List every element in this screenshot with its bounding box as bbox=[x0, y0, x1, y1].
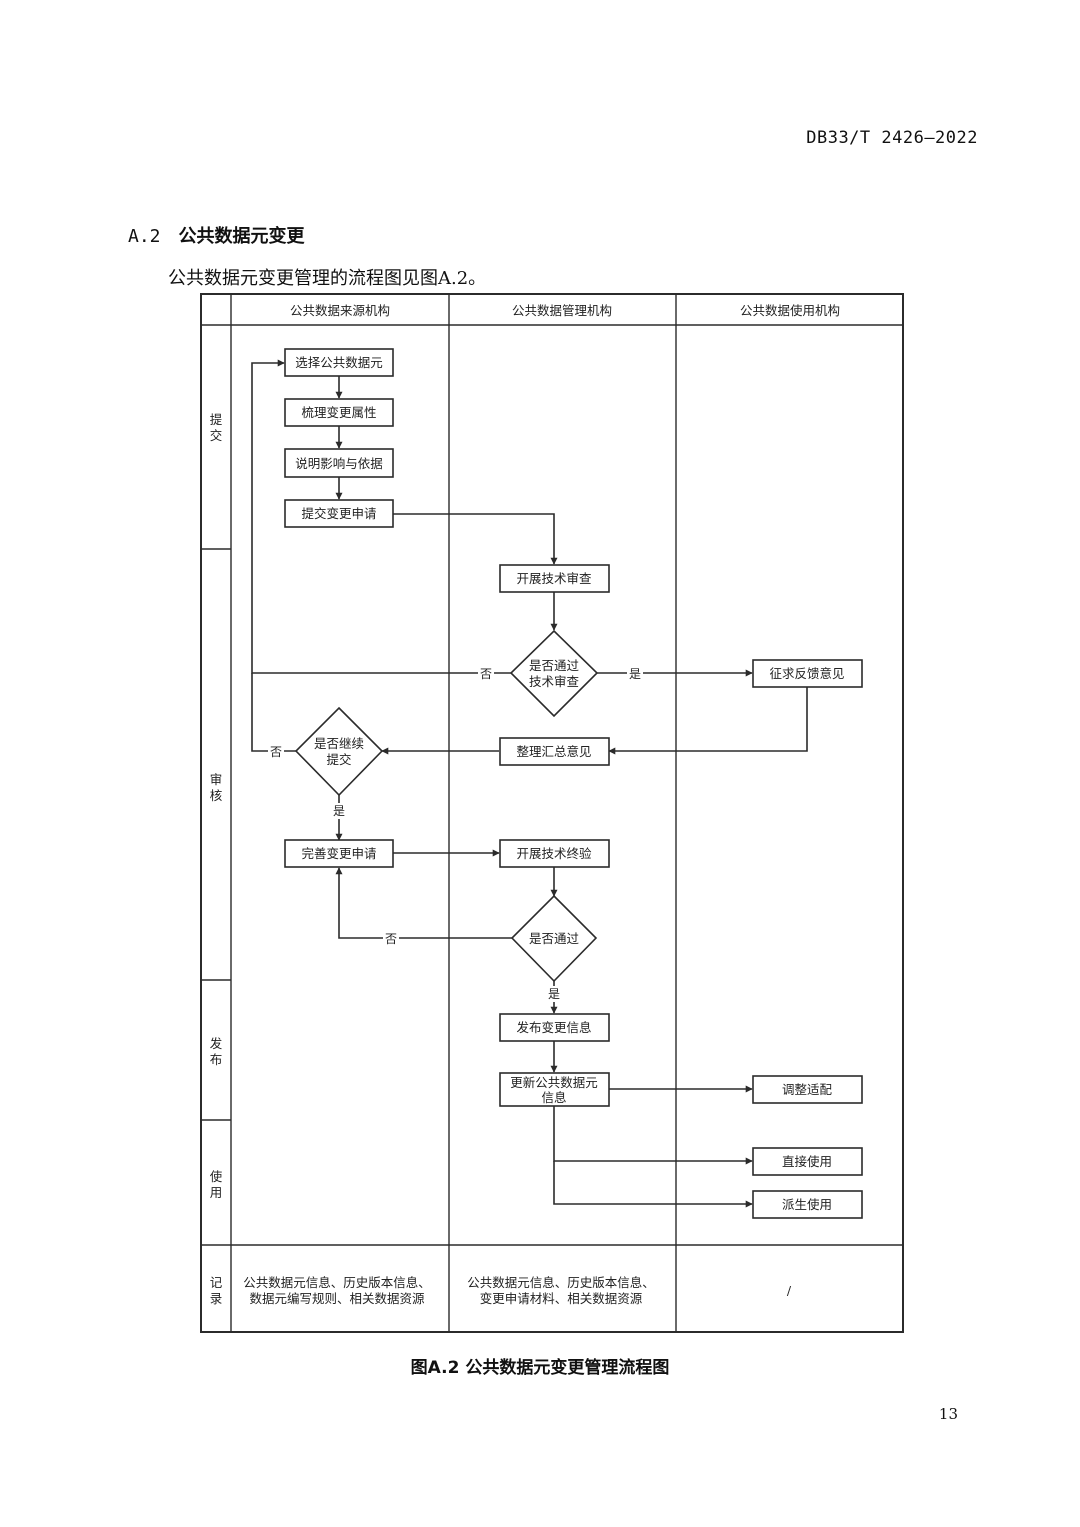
node-final-check-box bbox=[499, 839, 610, 868]
node-update-line1: 更新公共数据元 bbox=[510, 1075, 598, 1090]
record-management-line1: 公共数据元信息、历史版本信息、 bbox=[467, 1275, 655, 1290]
edge-label-no-continue: 否 bbox=[270, 745, 282, 759]
node-pass-review-line1: 是否通过 bbox=[529, 658, 580, 673]
node-final-check-label: 开展技术终验 bbox=[516, 846, 592, 861]
section-heading: A.2 公共数据元变更 bbox=[128, 222, 305, 248]
standard-code: DB33/T 2426—2022 bbox=[806, 128, 978, 148]
node-explain-box bbox=[284, 448, 394, 478]
section-title: 公共数据元变更 bbox=[178, 226, 305, 247]
node-continue-line1: 是否继续 bbox=[314, 736, 364, 751]
stage-use-char-1: 使 bbox=[210, 1169, 223, 1184]
edge-decision-no-to-select bbox=[251, 359, 511, 674]
node-update-box bbox=[499, 1072, 610, 1107]
stage-publish-char-1: 发 bbox=[210, 1036, 223, 1051]
node-solicit-box bbox=[752, 659, 863, 688]
stage-submit-char-2: 交 bbox=[210, 428, 223, 443]
record-management-line2: 变更申请材料、相关数据资源 bbox=[480, 1291, 643, 1306]
edge-label-yes-continue: 是 bbox=[333, 804, 345, 818]
edge-continue-no bbox=[251, 673, 296, 752]
node-pass-review-line2: 技术审查 bbox=[529, 674, 580, 689]
flowchart: 公共数据来源机构 公共数据管理机构 公共数据使用机构 提 交 审 核 发 布 使… bbox=[190, 285, 910, 1340]
page-number: 13 bbox=[938, 1405, 958, 1423]
node-pass-diamond bbox=[510, 894, 598, 983]
node-publish-label: 发布变更信息 bbox=[516, 1020, 591, 1035]
edge-label-bg bbox=[546, 986, 562, 1002]
record-user-empty: / bbox=[787, 1283, 792, 1298]
node-improve-box bbox=[284, 839, 394, 868]
edge-label-yes-pass: 是 bbox=[548, 987, 560, 1001]
node-improve-label: 完善变更申请 bbox=[301, 846, 376, 861]
node-tech-review-label: 开展技术审查 bbox=[516, 571, 592, 586]
node-summarize-box bbox=[499, 737, 610, 766]
node-derived-use-label: 派生使用 bbox=[782, 1197, 832, 1212]
node-select-box bbox=[284, 348, 394, 377]
edge-label-bg bbox=[478, 665, 494, 681]
edge-update-to-direct-use bbox=[553, 1106, 753, 1165]
node-adjust-box bbox=[752, 1075, 863, 1104]
node-explain-label: 说明影响与依据 bbox=[295, 456, 383, 471]
edge-label-bg bbox=[331, 803, 347, 819]
stage-publish-char-2: 布 bbox=[210, 1052, 223, 1067]
node-pass-label: 是否通过 bbox=[529, 931, 580, 946]
node-adjust-label: 调整适配 bbox=[782, 1082, 833, 1097]
edge-solicit-to-summarize bbox=[608, 687, 808, 755]
edge-update-to-derived-use bbox=[553, 1161, 753, 1208]
node-tech-review-box bbox=[499, 564, 610, 593]
edge-label-bg bbox=[627, 665, 643, 681]
intro-paragraph: 公共数据元变更管理的流程图见图A.2。 bbox=[168, 268, 487, 289]
node-sort-label: 梳理变更属性 bbox=[301, 405, 376, 420]
stage-use-char-2: 用 bbox=[210, 1185, 223, 1200]
node-update-line2: 信息 bbox=[541, 1090, 566, 1105]
node-direct-use-box bbox=[752, 1147, 863, 1176]
lane-header-user: 公共数据使用机构 bbox=[740, 303, 840, 318]
node-summarize-label: 整理汇总意见 bbox=[516, 744, 591, 759]
figure-caption: 图A.2 公共数据元变更管理流程图 bbox=[410, 1358, 670, 1378]
swimlane-frame bbox=[200, 293, 904, 1333]
lane-header-source: 公共数据来源机构 bbox=[290, 303, 390, 318]
node-continue-diamond bbox=[294, 706, 384, 797]
node-solicit-label: 征求反馈意见 bbox=[769, 666, 844, 681]
edge-label-no-review: 否 bbox=[480, 667, 492, 681]
stage-review-char-1: 审 bbox=[210, 772, 223, 787]
node-direct-use-label: 直接使用 bbox=[782, 1154, 832, 1169]
edge-label-no-pass: 否 bbox=[385, 932, 397, 946]
node-submit-box bbox=[284, 499, 394, 528]
edge-pass-no-to-improve bbox=[335, 867, 512, 939]
node-derived-use-box bbox=[752, 1190, 863, 1219]
node-sort-box bbox=[284, 398, 394, 427]
node-select-label: 选择公共数据元 bbox=[295, 355, 383, 370]
stage-record-char-1: 记 bbox=[210, 1275, 223, 1290]
node-publish-box bbox=[499, 1013, 610, 1042]
edge-submit-to-tech-review bbox=[393, 513, 558, 565]
node-submit-label: 提交变更申请 bbox=[301, 506, 376, 521]
node-pass-review-diamond bbox=[509, 629, 599, 718]
edge-label-yes-review: 是 bbox=[629, 667, 641, 681]
record-source-line2: 数据元编写规则、相关数据资源 bbox=[249, 1291, 425, 1306]
stage-review-char-2: 核 bbox=[210, 788, 223, 803]
record-source-line1: 公共数据元信息、历史版本信息、 bbox=[243, 1275, 431, 1290]
stage-submit-char-1: 提 bbox=[210, 412, 223, 427]
edge-label-bg bbox=[383, 930, 399, 946]
lane-header-management: 公共数据管理机构 bbox=[512, 303, 612, 318]
stage-record-char-2: 录 bbox=[210, 1291, 223, 1306]
node-continue-line2: 提交 bbox=[326, 752, 351, 767]
section-number: A.2 bbox=[128, 226, 161, 247]
edge-label-bg bbox=[268, 743, 284, 759]
